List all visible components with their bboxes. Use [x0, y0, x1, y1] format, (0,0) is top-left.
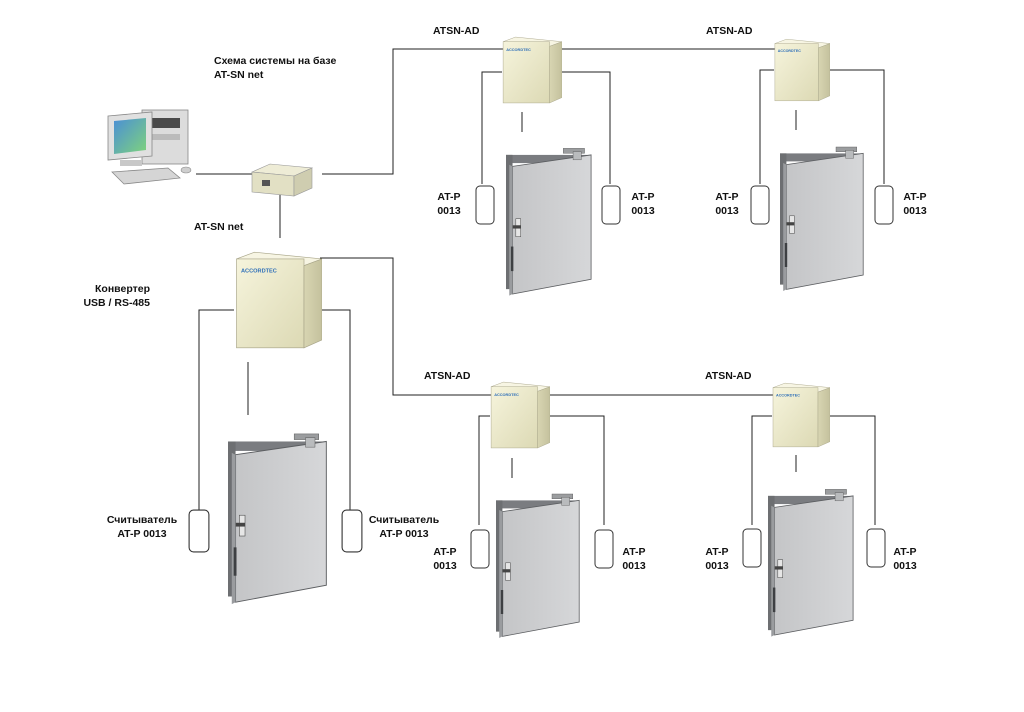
network-hub-icon — [250, 163, 314, 197]
reader-label-line2: 0013 — [631, 205, 655, 217]
controller-icon — [774, 38, 830, 102]
card-reader-icon — [475, 185, 495, 225]
reader-label-line1: AT-P — [715, 191, 739, 203]
reader-label: AT-P 0013 — [898, 190, 932, 218]
converter-label-line2: USB / RS-485 — [83, 297, 150, 309]
card-reader-icon — [874, 185, 894, 225]
reader-label-line2: AT-P 0013 — [379, 528, 429, 540]
reader-label-line2: 0013 — [903, 205, 927, 217]
card-reader-icon — [742, 528, 762, 568]
reader-label-line1: AT-P — [622, 546, 646, 558]
reader-label: AT-P 0013 — [626, 190, 660, 218]
reader-label-line2: 0013 — [893, 560, 917, 572]
reader-label-line1: AT-P — [437, 191, 461, 203]
reader-label-line1: AT-P — [433, 546, 457, 558]
reader-label-line1: AT-P — [893, 546, 917, 558]
converter-label-line1: Конвертер — [95, 283, 150, 295]
reader-label-line2: 0013 — [437, 205, 461, 217]
reader-label: AT-P 0013 — [428, 545, 462, 573]
reader-label-line2: 0013 — [715, 205, 739, 217]
diagram-title-line2: AT-SN net — [214, 69, 264, 81]
door-icon — [496, 493, 580, 639]
card-reader-icon — [601, 185, 621, 225]
reader-label-line2: 0013 — [705, 560, 729, 572]
card-reader-icon — [750, 185, 770, 225]
controller-icon — [772, 382, 830, 448]
controller-icon — [490, 381, 550, 449]
reader-label-line1: Считыватель — [368, 514, 440, 526]
reader-label-line2: 0013 — [433, 560, 457, 572]
reader-label: Считыватель AT-P 0013 — [364, 513, 444, 541]
reader-label: AT-P 0013 — [432, 190, 466, 218]
controller-icon — [502, 36, 562, 104]
door-icon — [506, 147, 592, 297]
card-reader-icon — [866, 528, 886, 568]
reader-label-line1: Считыватель — [106, 514, 178, 526]
reader-label: AT-P 0013 — [700, 545, 734, 573]
controller-label: ATSN-AD — [433, 25, 480, 37]
controller-icon — [235, 251, 322, 349]
diagram-title-line1: Схема системы на базе — [214, 55, 337, 67]
card-reader-icon — [188, 509, 210, 553]
door-icon — [228, 433, 327, 605]
reader-label-line2: AT-P 0013 — [117, 528, 167, 540]
card-reader-icon — [470, 529, 490, 569]
controller-label: ATSN-AD — [705, 370, 752, 382]
reader-label: AT-P 0013 — [617, 545, 651, 573]
door-icon — [780, 146, 864, 292]
reader-label-line1: AT-P — [705, 546, 729, 558]
card-reader-icon — [594, 529, 614, 569]
reader-label-line1: AT-P — [903, 191, 927, 203]
door-icon — [768, 488, 854, 638]
reader-label: AT-P 0013 — [888, 545, 922, 573]
reader-label: AT-P 0013 — [710, 190, 744, 218]
network-label: AT-SN net — [194, 221, 244, 233]
reader-label-line2: 0013 — [622, 560, 646, 572]
converter-label: Конвертер USB / RS-485 — [78, 282, 150, 310]
controller-label: ATSN-AD — [424, 370, 471, 382]
card-reader-icon — [341, 509, 363, 553]
diagram-title: Схема системы на базе AT-SN net — [214, 54, 336, 82]
controller-label: ATSN-AD — [706, 25, 753, 37]
computer-icon — [107, 109, 192, 185]
reader-label: Считыватель AT-P 0013 — [102, 513, 182, 541]
reader-label-line1: AT-P — [631, 191, 655, 203]
